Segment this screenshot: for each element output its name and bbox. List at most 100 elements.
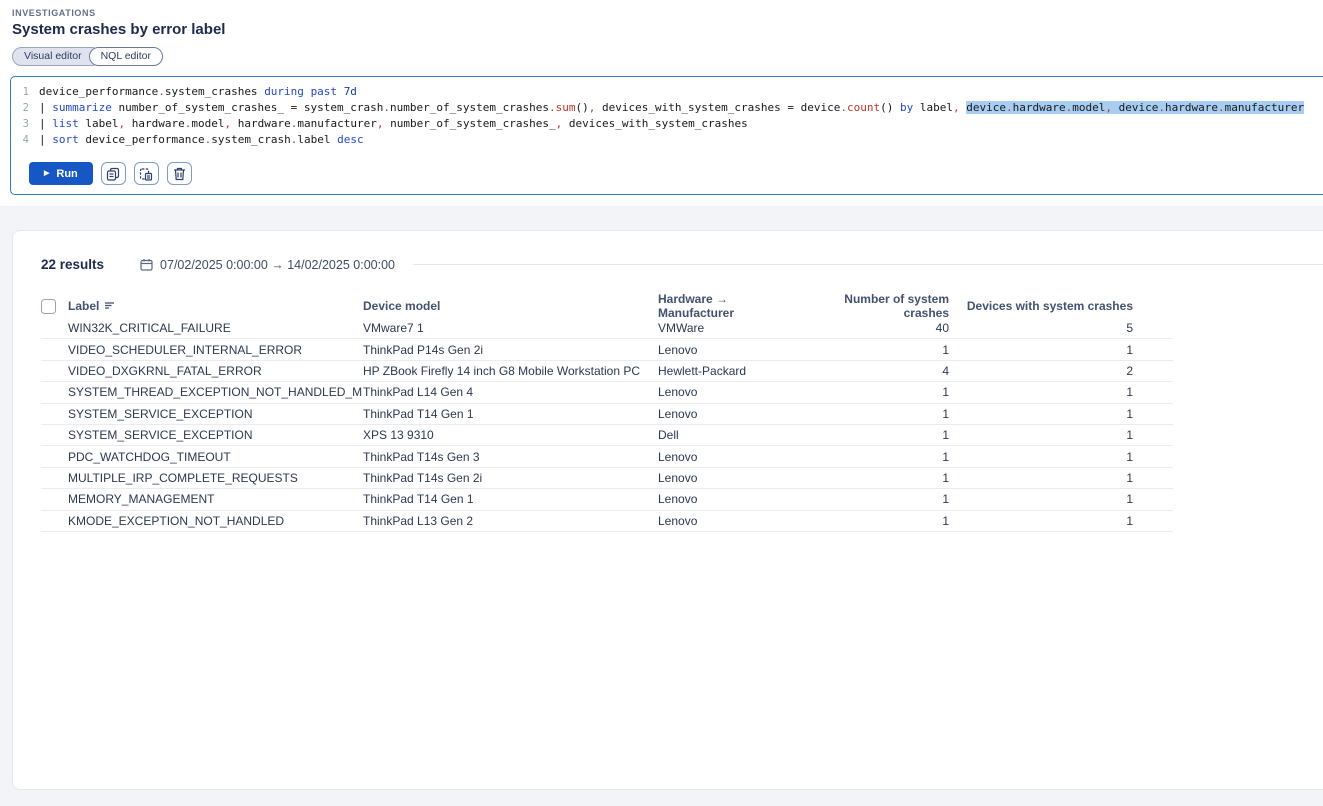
label-cell: VIDEO_DXGKRNL_FATAL_ERROR: [68, 363, 262, 378]
device-model-cell: ThinkPad T14s Gen 3: [363, 449, 480, 464]
devices-cell: 1: [1126, 342, 1133, 357]
manufacturer-cell: VMWare: [658, 321, 705, 336]
line-number: 2: [22, 102, 29, 114]
column-header-label-text: Label: [68, 299, 100, 313]
manufacturer-cell: Hewlett-Packard: [658, 363, 747, 378]
code-line: 4| sort device_performance.system_crash.…: [11, 132, 1323, 148]
delete-icon-button[interactable]: [166, 162, 192, 185]
manufacturer-cell: Lenovo: [658, 385, 698, 400]
calendar-icon: [140, 258, 153, 271]
table-row[interactable]: PDC_WATCHDOG_TIMEOUT ThinkPad T14s Gen 3 L…: [41, 446, 1173, 468]
crashes-cell: 1: [942, 342, 949, 357]
manufacturer-cell: Lenovo: [658, 342, 698, 357]
results-count: 22 results: [41, 257, 105, 272]
devices-cell: 1: [1126, 385, 1133, 400]
manufacturer-cell: Dell: [658, 428, 679, 443]
crashes-cell: 1: [942, 385, 949, 400]
table-header-row: Label Device model Hardware → Manufactur…: [41, 292, 1173, 320]
crashes-cell: 40: [935, 321, 949, 336]
table-row[interactable]: VIDEO_SCHEDULER_INTERNAL_ERROR ThinkPad P…: [41, 339, 1173, 361]
date-range: 07/02/2025 0:00:00 → 14/02/2025 0:00:00: [160, 257, 395, 272]
code-line: 3| list label, hardware.model, hardware.…: [11, 116, 1323, 132]
crashes-cell: 4: [942, 363, 949, 378]
column-header-devices: Devices with system crashes: [966, 299, 1133, 313]
results-section: 22 results 07/02/2025 0:00:00 → 14/02/20…: [0, 206, 1323, 806]
device-model-cell: ThinkPad L13 Gen 2: [363, 513, 474, 528]
devices-cell: 1: [1126, 492, 1133, 507]
crashes-cell: 1: [942, 470, 949, 485]
editor-toolbar: ▶ Run: [29, 162, 1323, 185]
breadcrumb: INVESTIGATIONS: [12, 8, 96, 18]
tab-nql-editor[interactable]: NQL editor: [88, 47, 163, 66]
results-table: Label Device model Hardware → Manufactur…: [41, 292, 1173, 532]
page-header: INVESTIGATIONS System crashes by error l…: [0, 0, 1323, 66]
device-model-cell: XPS 13 9310: [363, 428, 434, 443]
crashes-cell: 1: [942, 428, 949, 443]
tab-visual-editor[interactable]: Visual editor: [12, 47, 101, 66]
manufacturer-cell: Lenovo: [658, 406, 698, 421]
device-model-cell: ThinkPad L14 Gen 4: [363, 385, 474, 400]
results-bar: 22 results 07/02/2025 0:00:00 → 14/02/20…: [41, 257, 1323, 272]
table-body: WIN32K_CRITICAL_FAILURE VMware7 1 VMWare 40…: [41, 318, 1173, 532]
checkbox-cell: [41, 298, 68, 314]
paste-icon-button[interactable]: [133, 162, 159, 185]
label-cell: SYSTEM_SERVICE_EXCEPTION: [68, 406, 253, 421]
results-card: 22 results 07/02/2025 0:00:00 → 14/02/20…: [12, 230, 1323, 790]
column-header-label: Label: [68, 299, 363, 313]
crashes-cell: 1: [942, 492, 949, 507]
line-number: 4: [22, 134, 29, 146]
crashes-cell: 1: [942, 513, 949, 528]
run-button-label: Run: [56, 167, 78, 180]
devices-cell: 1: [1126, 406, 1133, 421]
crashes-cell: 1: [942, 406, 949, 421]
table-row[interactable]: VIDEO_DXGKRNL_FATAL_ERROR HP ZBook Firefl…: [41, 361, 1173, 383]
select-all-checkbox[interactable]: [41, 298, 56, 314]
line-number: 1: [22, 86, 29, 98]
manufacturer-cell: Lenovo: [658, 492, 698, 507]
table-row[interactable]: MULTIPLE_IRP_COMPLETE_REQUESTS ThinkPad T…: [41, 468, 1173, 490]
sort-icon[interactable]: [104, 299, 115, 313]
label-cell: PDC_WATCHDOG_TIMEOUT: [68, 449, 231, 464]
devices-cell: 1: [1126, 470, 1133, 485]
label-cell: SYSTEM_SERVICE_EXCEPTION: [68, 428, 253, 443]
label-cell: MULTIPLE_IRP_COMPLETE_REQUESTS: [68, 470, 298, 485]
label-cell: VIDEO_SCHEDULER_INTERNAL_ERROR: [68, 342, 303, 357]
table-row[interactable]: SYSTEM_SERVICE_EXCEPTION XPS 13 9310 Dell 1…: [41, 425, 1173, 447]
trash-icon: [173, 167, 186, 181]
divider: [412, 264, 1323, 265]
table-row[interactable]: KMODE_EXCEPTION_NOT_HANDLED ThinkPad L13 …: [41, 511, 1173, 532]
device-model-cell: ThinkPad P14s Gen 2i: [363, 342, 484, 357]
copy-icon: [106, 167, 120, 181]
table-row[interactable]: WIN32K_CRITICAL_FAILURE VMware7 1 VMWare 40…: [41, 318, 1173, 340]
run-button[interactable]: ▶ Run: [29, 162, 93, 185]
manufacturer-cell: Lenovo: [658, 513, 698, 528]
play-icon: ▶: [44, 170, 50, 177]
devices-cell: 1: [1126, 428, 1133, 443]
devices-cell: 5: [1126, 321, 1133, 336]
devices-cell: 2: [1126, 363, 1133, 378]
manufacturer-cell: Lenovo: [658, 449, 698, 464]
copy-icon-button[interactable]: [100, 162, 126, 185]
label-cell: SYSTEM_THREAD_EXCEPTION_NOT_HANDLED_M: [68, 385, 363, 400]
table-row[interactable]: SYSTEM_SERVICE_EXCEPTION ThinkPad T14 Gen…: [41, 404, 1173, 425]
device-model-cell: ThinkPad T14 Gen 1: [363, 406, 474, 421]
manufacturer-cell: Lenovo: [658, 470, 698, 485]
device-model-cell: ThinkPad T14s Gen 2i: [363, 470, 483, 485]
devices-cell: 1: [1126, 513, 1133, 528]
crashes-cell: 1: [942, 449, 949, 464]
label-cell: WIN32K_CRITICAL_FAILURE: [68, 321, 231, 336]
line-number: 3: [22, 118, 29, 130]
devices-cell: 1: [1126, 449, 1133, 464]
code-line: 2| summarize number_of_system_crashes_ =…: [11, 100, 1323, 116]
device-model-cell: HP ZBook Firefly 14 inch G8 Mobile Works…: [363, 363, 640, 378]
column-header-crashes: Number of system crashes: [844, 292, 949, 320]
device-model-cell: VMware7 1: [363, 321, 424, 336]
label-cell: KMODE_EXCEPTION_NOT_HANDLED: [68, 513, 285, 528]
label-cell: MEMORY_MANAGEMENT: [68, 492, 215, 507]
page-title: System crashes by error label: [12, 21, 226, 38]
